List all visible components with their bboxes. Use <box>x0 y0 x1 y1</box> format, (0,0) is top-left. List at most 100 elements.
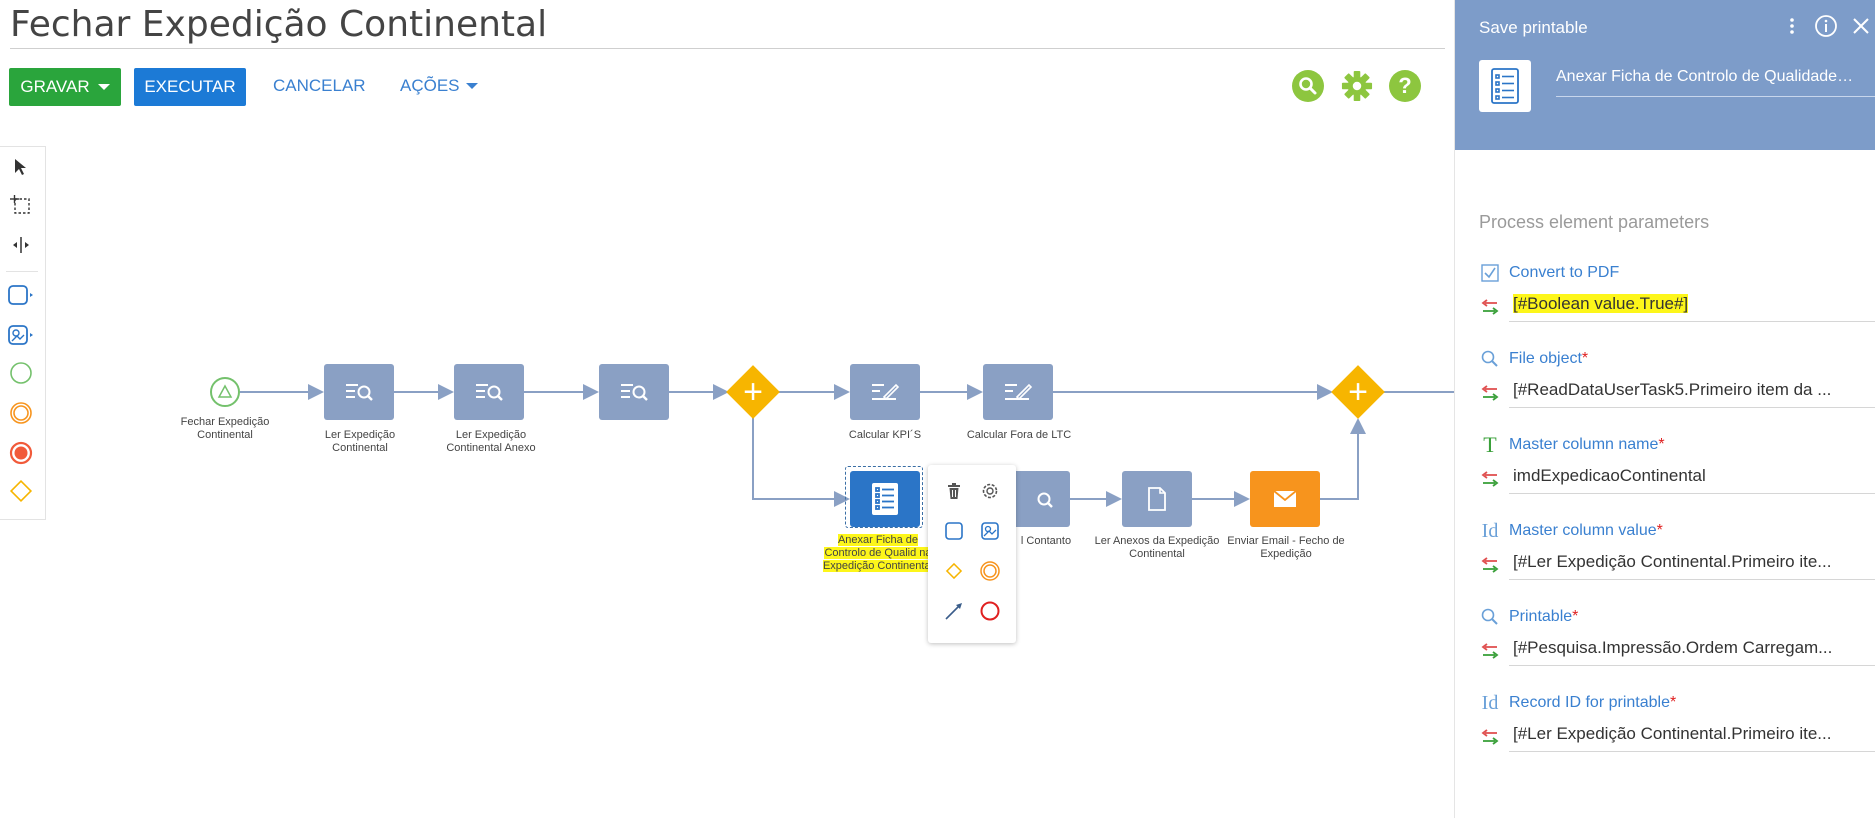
title-divider <box>10 48 1445 49</box>
param-label: Master column name* <box>1509 436 1665 454</box>
user-task-tool-icon[interactable] <box>6 321 36 349</box>
cancelar-button[interactable]: CANCELAR <box>273 76 366 95</box>
element-palette <box>0 146 46 520</box>
pointer-tool-icon[interactable] <box>6 153 36 181</box>
mapping-icon[interactable] <box>1479 554 1501 576</box>
param-label: File object* <box>1509 350 1588 368</box>
panel-title: Save printable <box>1479 18 1588 37</box>
intermediate-event-shape-icon[interactable] <box>976 557 1004 585</box>
document-task-node[interactable] <box>1122 471 1192 527</box>
required-marker: * <box>1656 522 1663 539</box>
palette-divider <box>6 271 38 272</box>
help-icon[interactable]: ? <box>1389 70 1421 102</box>
read-data-task-node[interactable] <box>324 364 394 420</box>
intermediate-event-tool-icon[interactable] <box>6 399 36 427</box>
task-label: l Contanto <box>1020 535 1072 547</box>
mapping-icon[interactable] <box>1479 640 1501 662</box>
param-label-text: Master column value <box>1509 522 1657 539</box>
element-name-input[interactable]: Anexar Ficha de Controlo de Qualidade n.… <box>1556 68 1856 85</box>
param-value-text: [#Boolean value.True#] <box>1513 294 1689 313</box>
save-printable-task-node[interactable] <box>850 471 920 527</box>
id-icon: Id <box>1481 691 1499 714</box>
gateway-shape-icon[interactable] <box>940 557 968 585</box>
id-icon: Id <box>1481 519 1499 542</box>
diagram-connectors <box>240 384 1454 507</box>
param-label-text: Printable <box>1509 608 1573 625</box>
formula-task-node[interactable] <box>850 364 920 420</box>
end-event-shape-icon[interactable] <box>976 597 1004 625</box>
printable-element-icon <box>1479 60 1531 112</box>
required-marker: * <box>1572 608 1579 625</box>
start-event-tool-icon[interactable] <box>6 359 36 387</box>
move-tool-icon[interactable] <box>6 231 36 259</box>
plus-icon: + <box>1348 372 1368 411</box>
send-email-task-node[interactable] <box>1250 471 1320 527</box>
search-icon <box>1479 348 1501 370</box>
task-label: Calcular KPI´S <box>848 429 922 441</box>
read-data-task-node[interactable] <box>454 364 524 420</box>
search-icon[interactable] <box>1292 70 1324 102</box>
required-marker: * <box>1581 350 1589 367</box>
panel-header: Save printable Anexar Ficha de Controlo … <box>1455 0 1875 150</box>
mapping-icon[interactable] <box>1479 726 1501 748</box>
task-label: Ler Anexos da Expedição Continental <box>1094 535 1220 560</box>
task-label: Ler Expedição Continental Anexo <box>446 429 536 454</box>
param-label: Record ID for printable* <box>1509 694 1676 712</box>
param-value-input[interactable]: [#Ler Expedição Continental.Primeiro ite… <box>1509 720 1875 752</box>
formula-task-node[interactable] <box>983 364 1053 420</box>
param-label: Convert to PDF <box>1509 264 1619 282</box>
executar-button[interactable]: EXECUTAR <box>134 68 246 106</box>
param-label: Master column value* <box>1509 522 1663 540</box>
parameters-section-title: Process element parameters <box>1479 212 1710 232</box>
text-icon: T <box>1483 432 1497 457</box>
acoes-menu-button[interactable]: AÇÕES <box>400 76 478 96</box>
param-value-input[interactable]: [#Boolean value.True#] <box>1509 290 1875 322</box>
checkbox-icon[interactable] <box>1479 262 1501 284</box>
chevron-down-icon <box>465 83 478 89</box>
select-area-tool-icon[interactable] <box>6 191 36 219</box>
task-label: Ler Expedição Continental <box>324 429 396 454</box>
more-options-icon[interactable] <box>1780 14 1804 38</box>
read-data-task-node[interactable] <box>599 364 669 420</box>
selection-outline <box>845 466 923 528</box>
executar-label: EXECUTAR <box>144 77 236 96</box>
param-label-text: Record ID for printable <box>1509 694 1670 711</box>
element-name-underline <box>1556 96 1875 97</box>
param-label: Printable* <box>1509 608 1578 626</box>
task-tool-icon[interactable] <box>6 281 36 309</box>
start-event-node[interactable] <box>210 377 240 407</box>
gravar-label: GRAVAR <box>20 77 90 96</box>
selected-task-label: Anexar Ficha de Controlo de Qualid na Ex… <box>822 534 934 572</box>
user-task-shape-icon[interactable] <box>976 517 1004 545</box>
task-shape-icon[interactable] <box>940 517 968 545</box>
required-marker: * <box>1658 436 1665 453</box>
page-title: Fechar Expedição Continental <box>10 4 548 45</box>
mapping-icon[interactable] <box>1479 296 1501 318</box>
end-event-tool-icon[interactable] <box>6 439 36 467</box>
delete-icon[interactable] <box>940 477 968 505</box>
plus-icon: + <box>743 372 763 411</box>
mapping-icon[interactable] <box>1479 468 1501 490</box>
close-icon[interactable] <box>1849 14 1873 38</box>
param-value-input[interactable]: [#ReadDataUserTask5.Primeiro item da ... <box>1509 376 1875 408</box>
task-label: Enviar Email - Fecho de Expedição <box>1227 535 1345 560</box>
start-event-label: Fechar Expedição Continental <box>180 416 270 441</box>
info-icon[interactable] <box>1814 14 1838 38</box>
chevron-down-icon <box>97 84 110 90</box>
gear-icon[interactable] <box>976 477 1004 505</box>
param-value-input[interactable]: imdExpedicaoContinental <box>1509 462 1875 494</box>
param-label-text: Convert to PDF <box>1509 264 1620 281</box>
param-label-text: File object <box>1509 350 1582 367</box>
element-context-menu <box>928 465 1016 643</box>
gravar-button[interactable]: GRAVAR <box>9 68 121 106</box>
required-marker: * <box>1669 694 1677 711</box>
element-properties-panel: Save printable Anexar Ficha de Controlo … <box>1454 0 1875 818</box>
acoes-label: AÇÕES <box>400 76 460 95</box>
param-value-input[interactable]: [#Pesquisa.Impressão.Ordem Carregam... <box>1509 634 1875 666</box>
param-label-text: Master column name <box>1509 436 1659 453</box>
connector-shape-icon[interactable] <box>940 597 968 625</box>
gateway-tool-icon[interactable] <box>6 477 36 505</box>
gear-icon[interactable] <box>1341 70 1373 102</box>
param-value-input[interactable]: [#Ler Expedição Continental.Primeiro ite… <box>1509 548 1875 580</box>
mapping-icon[interactable] <box>1479 382 1501 404</box>
